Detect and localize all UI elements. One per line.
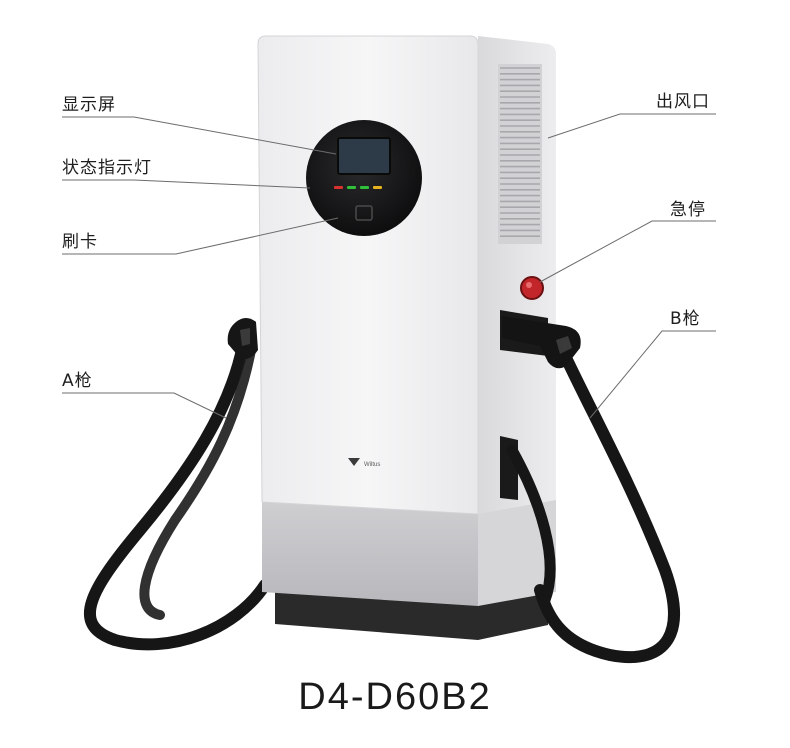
callout-gun-b: B枪 [670, 309, 701, 329]
brand-text: Wiltus [364, 462, 380, 468]
status-indicator-light [360, 186, 369, 189]
base-side [478, 498, 556, 606]
callout-gun-a: A枪 [62, 371, 93, 391]
gun-a-cable [83, 339, 271, 651]
gun-b-cable [534, 339, 680, 664]
display-screen [337, 137, 391, 175]
status-indicator-light [334, 186, 343, 189]
plinth [275, 590, 548, 640]
brand-logo [348, 458, 360, 466]
callout-air-outlet: 出风口 [656, 92, 710, 112]
emergency-stop-button [520, 276, 544, 300]
gun-b-handle [502, 316, 581, 369]
display-panel [306, 120, 422, 236]
callout-display: 显示屏 [62, 95, 116, 115]
card-reader-icon [355, 205, 373, 221]
body-front [257, 35, 479, 515]
air-outlet-grille [498, 64, 542, 244]
callout-emergency-stop: 急停 [670, 200, 706, 220]
model-name: D4-D60B2 [298, 676, 492, 718]
base-front [262, 500, 478, 606]
status-indicator-light [373, 186, 382, 189]
leader-lines [62, 113, 716, 419]
callout-card-swipe: 刷卡 [62, 232, 98, 252]
callout-status-light: 状态指示灯 [62, 158, 152, 178]
status-indicator-light [347, 186, 356, 189]
